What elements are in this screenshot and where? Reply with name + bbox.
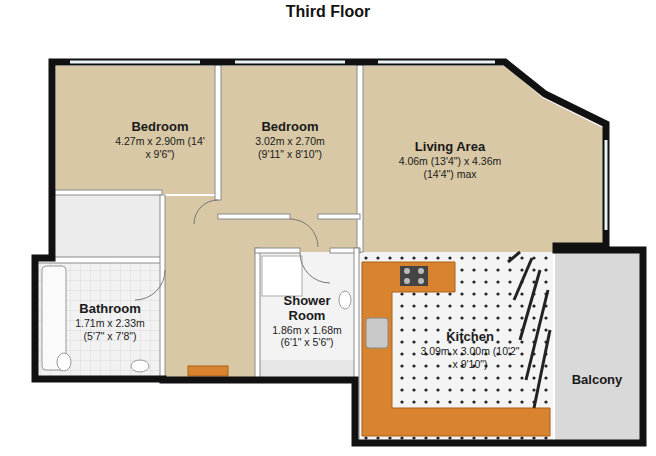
sink <box>366 318 388 348</box>
hob-ring <box>418 268 424 274</box>
carpet-floor <box>56 66 218 194</box>
room-name: Shower Room <box>265 294 349 324</box>
window <box>70 62 606 230</box>
hall-cupboard <box>258 360 357 378</box>
door <box>135 200 330 300</box>
carpet-floor <box>220 66 360 218</box>
kitchen-floor <box>357 252 553 440</box>
kitchen-counter <box>362 262 550 436</box>
door-mat <box>188 366 228 376</box>
hob-ring <box>404 268 410 274</box>
glazed-door <box>508 252 550 408</box>
outer-wall <box>35 62 643 443</box>
bathroom-floor <box>37 260 163 376</box>
room-dimensions: 3.02m x 2.70m (9'11" x 8'10") <box>249 135 331 160</box>
wardrobe <box>56 194 162 260</box>
room-dimensions: 4.27m x 2.90m (14' x 9'6") <box>114 135 206 160</box>
room-label: Bedroom3.02m x 2.70m (9'11" x 8'10") <box>249 120 331 160</box>
room-name: Kitchen <box>420 330 520 345</box>
room-name: Balcony <box>559 373 635 388</box>
hob-ring <box>404 278 410 284</box>
room-label: Bathroom1.71m x 2.33m (5'7" x 7'8") <box>71 302 149 342</box>
room-label: Balcony <box>559 373 635 388</box>
room-dimensions: 4.06m (13'4") x 4.36m (14'4") max <box>394 155 506 180</box>
carpet-floor <box>360 66 603 252</box>
shower-tray <box>262 256 302 296</box>
room-label: Shower Room1.86m x 1.68m (6'1" x 5'6") <box>265 294 349 349</box>
hob <box>400 266 428 286</box>
interior-wall <box>35 62 363 442</box>
room-dimensions: 1.71m x 2.33m (5'7" x 7'8") <box>71 317 149 342</box>
room-name: Bathroom <box>71 302 149 317</box>
room-label: Living Area4.06m (13'4") x 4.36m (14'4")… <box>394 140 506 180</box>
room-label: Bedroom4.27m x 2.90m (14' x 9'6") <box>114 120 206 160</box>
toilet <box>57 353 71 371</box>
balcony-floor <box>555 252 640 440</box>
room-dimensions: 3.09m x 3.00m (10'2" x 9'10") <box>420 345 520 370</box>
plan-title: Third Floor <box>0 3 656 21</box>
basin <box>131 360 149 372</box>
room-name: Bedroom <box>114 120 206 135</box>
room-dimensions: 1.86m x 1.68m (6'1" x 5'6") <box>265 324 349 349</box>
shower-floor <box>258 252 357 360</box>
room-name: Living Area <box>394 140 506 155</box>
hob-ring <box>418 278 424 284</box>
carpet-floor <box>162 196 360 252</box>
basin <box>339 291 351 309</box>
room-name: Bedroom <box>249 120 331 135</box>
room-label: Kitchen3.09m x 3.00m (10'2" x 9'10") <box>420 330 520 370</box>
carpet-floor <box>162 252 258 378</box>
